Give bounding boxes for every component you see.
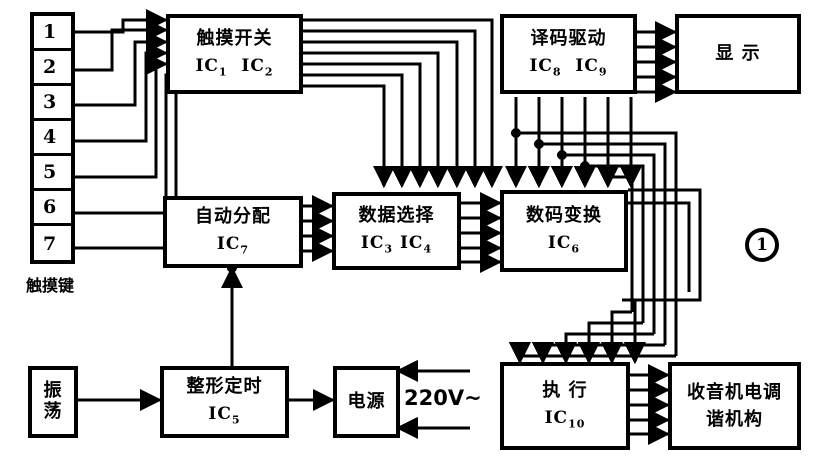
- keypad-label: 触摸键: [26, 276, 75, 295]
- block-oscillator[interactable]: 振荡: [28, 366, 78, 438]
- key-5[interactable]: 5: [34, 156, 71, 191]
- block-tuning-mechanism[interactable]: 收音机电调谐机构: [668, 362, 801, 450]
- block-shaping-timer[interactable]: 整形定时 IC5: [160, 366, 289, 438]
- block-decode-drive[interactable]: 译码驱动 IC8 IC9: [500, 14, 637, 94]
- block-data-select-ic: IC3 IC4: [360, 232, 433, 256]
- block-display-title: 显 示: [715, 42, 761, 64]
- block-touch-switch-ic: IC1 IC2: [195, 55, 274, 79]
- block-auto-distribute[interactable]: 自动分配 IC7: [163, 196, 303, 268]
- block-tuning-mechanism-title: 收音机电调谐机构: [687, 382, 782, 430]
- block-digital-convert-ic: IC6: [547, 232, 581, 256]
- block-power-supply[interactable]: 电源: [333, 366, 400, 438]
- key-4[interactable]: 4: [34, 121, 71, 156]
- key-3[interactable]: 3: [34, 86, 71, 121]
- block-touch-switch[interactable]: 触摸开关 IC1 IC2: [166, 14, 303, 94]
- block-data-select-title: 数据选择: [358, 205, 435, 227]
- block-decode-drive-ic: IC8 IC9: [529, 55, 608, 79]
- key-1[interactable]: 1: [34, 16, 71, 51]
- block-auto-distribute-title: 自动分配: [195, 206, 271, 228]
- block-power-supply-title: 电源: [347, 390, 386, 412]
- key-7[interactable]: 7: [43, 232, 57, 255]
- block-execute-title: 执 行: [542, 380, 588, 402]
- block-execute[interactable]: 执 行 IC10: [500, 362, 630, 450]
- figure-number-marker: 1: [745, 228, 779, 262]
- block-shaping-timer-ic: IC5: [208, 403, 241, 427]
- block-data-select[interactable]: 数据选择 IC3 IC4: [332, 192, 461, 270]
- mains-voltage-label: 220V~: [404, 386, 482, 410]
- block-decode-drive-title: 译码驱动: [530, 28, 607, 50]
- block-touch-switch-title: 触摸开关: [196, 28, 273, 50]
- block-shaping-timer-title: 整形定时: [186, 376, 263, 398]
- key-6[interactable]: 6: [34, 191, 71, 226]
- block-digital-convert-title: 数码变换: [526, 205, 602, 227]
- key-2[interactable]: 2: [34, 51, 71, 86]
- block-display[interactable]: 显 示: [675, 14, 801, 94]
- block-execute-ic: IC10: [544, 407, 586, 431]
- block-auto-distribute-ic: IC7: [216, 233, 250, 257]
- touch-keypad[interactable]: 1 2 3 4 5 6 7: [30, 12, 75, 264]
- block-oscillator-title: 振荡: [43, 380, 63, 422]
- block-digital-convert[interactable]: 数码变换 IC6: [500, 190, 628, 272]
